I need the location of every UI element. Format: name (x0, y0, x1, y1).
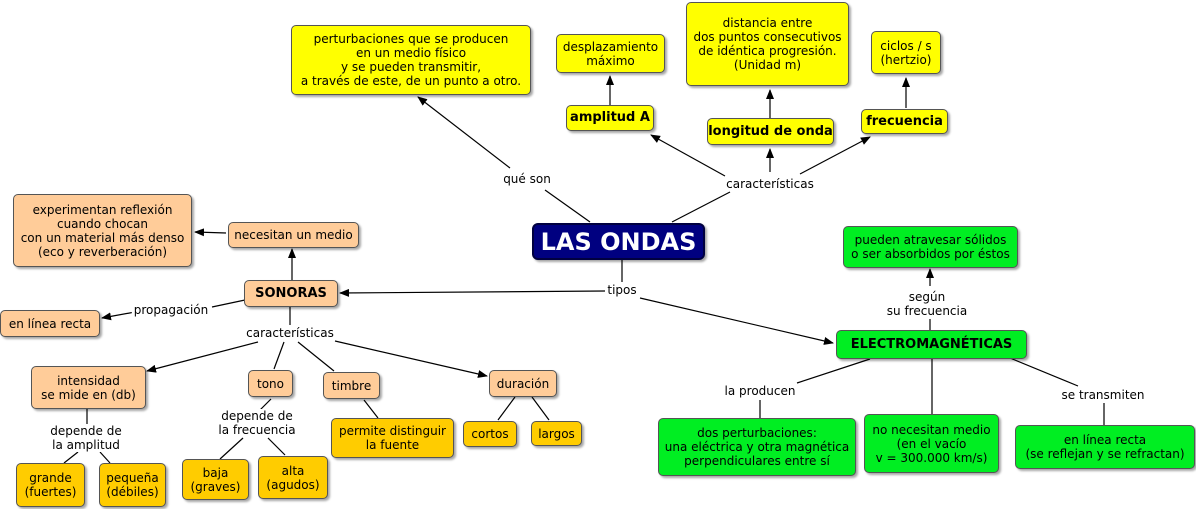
concept-las-ondas[interactable]: LAS ONDAS (532, 223, 705, 260)
link-caract-duracion (334, 340, 488, 378)
link-caract-amplitud (650, 134, 726, 177)
concept-grande[interactable]: grande (fuertes) (16, 463, 85, 507)
concept-pequena[interactable]: pequeña (débiles) (99, 463, 166, 507)
link-duracion-largos (531, 396, 550, 421)
link-label-segun-frecuencia: según su frecuencia (884, 290, 970, 318)
concept-tono-label: tono (257, 376, 284, 391)
concept-sonoras-label: SONORAS (255, 285, 327, 301)
concept-linea-recta-sonoras-label: en línea recta (8, 316, 92, 331)
concept-intensidad-label: intensidad se mide en (db) (41, 373, 136, 402)
link-label-caracteristicas-sonoras: características (244, 326, 336, 340)
concept-perturbaciones[interactable]: perturbaciones que se producen en un med… (291, 25, 531, 95)
concept-timbre[interactable]: timbre (323, 372, 380, 399)
concept-pueden-atravesar[interactable]: pueden atravesar sólidos o ser absorbido… (843, 226, 1018, 268)
concept-dos-perturbaciones-label: dos perturbaciones: una eléctrica y otra… (664, 426, 850, 468)
concept-necesitan-medio-label: necesitan un medio (234, 228, 353, 242)
concept-cortos-label: cortos (471, 427, 509, 441)
concept-duracion[interactable]: duración (489, 370, 557, 397)
link-label-se-transmiten: se transmiten (1059, 388, 1147, 402)
link-caract-intensidad (146, 341, 259, 373)
link-em-setransmiten (1009, 357, 1079, 387)
concept-duracion-label: duración (496, 376, 550, 391)
concept-alta-label: alta (agudos) (266, 463, 320, 492)
concept-pueden-atravesar-label: pueden atravesar sólidos o ser absorbido… (851, 233, 1010, 261)
link-label-la-producen: la producen (722, 384, 798, 398)
concept-distancia[interactable]: distancia entre dos puntos consecutivos … (686, 2, 849, 86)
concept-las-ondas-label: LAS ONDAS (540, 227, 697, 256)
concept-longitud-onda-label: longitud de onda (708, 123, 833, 139)
link-duracion-cortos (497, 396, 516, 421)
link-label-tipos: tipos (605, 283, 639, 297)
link-ondas-caracteristicas (671, 191, 731, 223)
link-label-que-son: qué son (501, 172, 553, 186)
concept-permite-distinguir[interactable]: permite distinguir la fuente (331, 418, 454, 458)
concept-necesitan-medio[interactable]: necesitan un medio (228, 222, 359, 248)
concept-linea-recta-em-label: en línea recta (se reflejan y se refract… (1025, 433, 1185, 461)
concept-experimentan-label: experimentan reflexión cuando chocan con… (20, 202, 185, 259)
concept-perturbaciones-label: perturbaciones que se producen en un med… (300, 32, 522, 88)
link-label-depende-amplitud: depende de la amplitud (48, 424, 124, 452)
link-timbre-permite (363, 399, 379, 419)
concept-ciclos[interactable]: ciclos / s (hertzio) (871, 31, 941, 74)
concept-grande-label: grande (fuertes) (24, 471, 77, 499)
concept-timbre-label: timbre (331, 378, 372, 393)
concept-electromagneticas-label: ELECTROMAGNÉTICAS (850, 336, 1013, 352)
link-depende-pequena (99, 451, 111, 464)
link-label-caracteristicas-top: características (724, 177, 816, 191)
concept-baja[interactable]: baja (graves) (182, 459, 249, 500)
concept-tono[interactable]: tono (248, 370, 293, 397)
link-caract-frecuencia (799, 136, 871, 175)
concept-linea-recta-sonoras[interactable]: en línea recta (0, 310, 100, 337)
concept-ciclos-label: ciclos / s (hertzio) (880, 38, 932, 67)
link-caract-timbre (297, 341, 335, 372)
link-tipos-sonoras (339, 288, 606, 297)
link-em-laproducen (796, 358, 871, 384)
concept-experimentan[interactable]: experimentan reflexión cuando chocan con… (13, 194, 192, 267)
concept-no-necesitan-label: no necesitan medio (en el vacío v = 300.… (872, 422, 991, 465)
link-caract-tono (273, 341, 285, 370)
concept-sonoras[interactable]: SONORAS (244, 280, 338, 307)
concept-largos[interactable]: largos (531, 421, 582, 446)
concept-intensidad[interactable]: intensidad se mide en (db) (31, 366, 146, 409)
concept-amplitud-label: amplitud A (570, 110, 650, 125)
concept-no-necesitan[interactable]: no necesitan medio (en el vacío v = 300.… (864, 414, 999, 473)
concept-desplazamiento-label: desplazamiento máximo (562, 39, 659, 68)
concept-alta[interactable]: alta (agudos) (258, 456, 328, 499)
concept-baja-label: baja (graves) (190, 465, 241, 494)
concept-linea-recta-em[interactable]: en línea recta (se reflejan y se refract… (1015, 425, 1195, 469)
link-label-depende-frecuencia: depende de la frecuencia (216, 409, 298, 437)
concept-largos-label: largos (538, 426, 575, 441)
link-tipos-electromagneticas (639, 297, 834, 345)
link-label-propagacion: propagación (131, 303, 211, 317)
concept-electromagneticas[interactable]: ELECTROMAGNÉTICAS (836, 330, 1027, 359)
link-sonoras-propagacion (211, 299, 246, 308)
link-queson-perturbaciones (417, 96, 511, 169)
concept-frecuencia[interactable]: frecuencia (861, 109, 948, 134)
concept-pequena-label: pequeña (débiles) (106, 471, 159, 499)
concept-desplazamiento[interactable]: desplazamiento máximo (556, 34, 665, 73)
concept-amplitud[interactable]: amplitud A (566, 105, 654, 131)
link-dependefrec-baja (219, 437, 244, 460)
link-necesitan-experimentan (194, 228, 227, 237)
concept-distancia-label: distancia entre dos puntos consecutivos … (693, 16, 842, 72)
link-propagacion-linearecta (101, 311, 136, 321)
concept-longitud-onda[interactable]: longitud de onda (707, 118, 834, 145)
link-ondas-queson (544, 189, 591, 223)
link-depende-grande (63, 451, 79, 464)
concept-cortos[interactable]: cortos (463, 421, 517, 447)
link-dependefrec-alta (267, 437, 286, 456)
link-tono-depende (259, 398, 272, 411)
concept-frecuencia-label: frecuencia (866, 113, 943, 129)
concept-permite-distinguir-label: permite distinguir la fuente (339, 424, 446, 452)
concept-dos-perturbaciones[interactable]: dos perturbaciones: una eléctrica y otra… (658, 418, 856, 476)
